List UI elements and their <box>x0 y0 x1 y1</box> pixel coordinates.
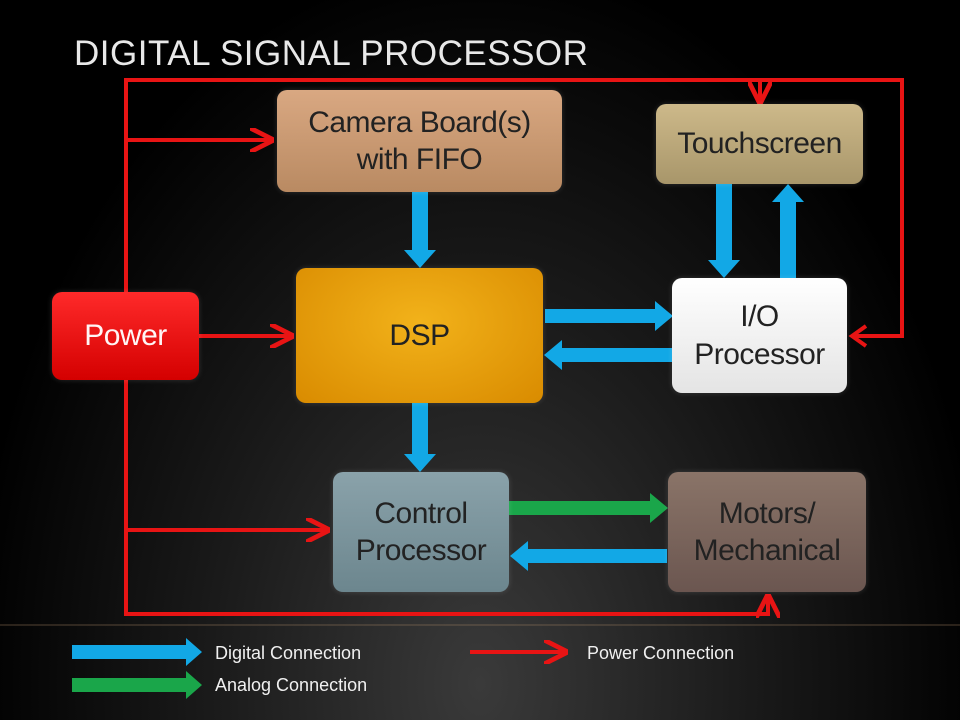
motors-block: Motors/ Mechanical <box>668 472 866 592</box>
legend-analog-arrow <box>72 671 202 699</box>
digital-lines <box>404 184 804 571</box>
camera-to-dsp-arrow <box>404 192 436 268</box>
control-processor-block: Control Processor <box>333 472 509 592</box>
dsp-to-io-arrow <box>545 301 673 331</box>
slide-title: DIGITAL SIGNAL PROCESSOR <box>74 34 589 73</box>
camera-board-block: Camera Board(s) with FIFO <box>277 90 562 192</box>
touch-to-io-arrow <box>708 184 740 278</box>
legend-analog-label: Analog Connection <box>215 675 368 695</box>
power-lines <box>124 78 904 614</box>
legend-power-label: Power Connection <box>587 643 735 663</box>
touchscreen-block: Touchscreen <box>656 104 863 184</box>
io-to-touch-arrow <box>772 184 804 278</box>
dsp-to-control-arrow <box>404 403 436 472</box>
io-to-dsp-arrow <box>544 340 672 370</box>
dsp-label: DSP <box>389 318 450 352</box>
io-processor-block: I/O Processor <box>672 278 847 393</box>
touchscreen-label: Touchscreen <box>677 127 842 161</box>
motors-label: Motors/ Mechanical <box>693 496 841 568</box>
power-trunk-top <box>124 78 904 338</box>
legend-digital-label: Digital Connection <box>215 643 362 663</box>
camera-board-label: Camera Board(s) with FIFO <box>308 105 531 177</box>
legend-digital-arrow <box>72 638 202 666</box>
dsp-block: DSP <box>296 268 543 403</box>
power-trunk-bottom <box>124 380 768 614</box>
power-label: Power <box>84 319 167 353</box>
motors-to-control-arrow <box>510 541 667 571</box>
io-processor-label: I/O Processor <box>694 300 825 371</box>
control-processor-label: Control Processor <box>355 496 487 568</box>
control-to-motors-arrow <box>509 493 668 523</box>
power-to-io-arrowhead <box>848 324 868 348</box>
power-block: Power <box>52 292 199 380</box>
